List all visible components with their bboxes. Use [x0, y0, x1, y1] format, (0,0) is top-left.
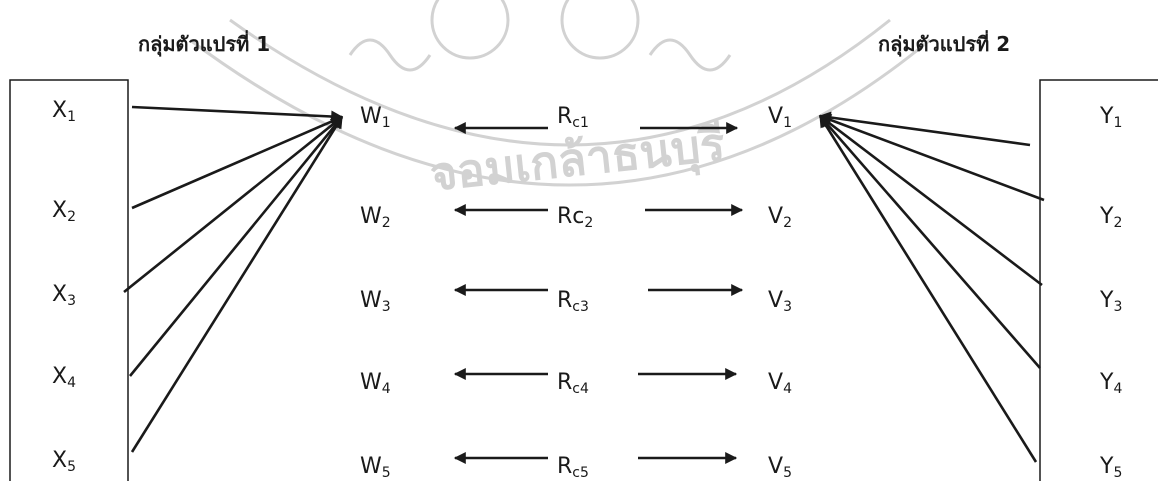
- y-label-base: Y: [1100, 204, 1114, 229]
- y-label-2: Y2: [1100, 204, 1123, 231]
- y-label-sub: 3: [1113, 299, 1123, 315]
- w-label-3: W3: [360, 288, 391, 315]
- rc-label-2: Rc2: [557, 204, 594, 231]
- rc-label-sub: c4: [572, 381, 589, 397]
- w-label-base: W: [360, 454, 382, 479]
- rc-label-sub: c5: [572, 465, 589, 481]
- rc-label-base: R: [557, 370, 573, 395]
- w-label-base: W: [360, 288, 382, 313]
- w-label-sub: 3: [381, 299, 391, 315]
- y-label-sub: 2: [1113, 215, 1123, 231]
- x-label-sub: 4: [67, 375, 76, 391]
- y-label-base: Y: [1100, 370, 1114, 395]
- x-label-sub: 1: [67, 109, 76, 125]
- y-label-base: Y: [1100, 104, 1114, 129]
- w-label-sub: 4: [381, 381, 391, 397]
- v-label-4: V4: [768, 370, 792, 397]
- w-label-sub: 2: [381, 215, 391, 231]
- rc-label-1: Rc1: [557, 104, 589, 131]
- x-label-base: X: [52, 282, 68, 307]
- y-label-4: Y4: [1100, 370, 1123, 397]
- rc-label-base: R: [557, 104, 573, 129]
- w-label-base: W: [360, 204, 382, 229]
- w-label-2: W2: [360, 204, 391, 231]
- rc-label-sub: c1: [572, 115, 589, 131]
- x-label-3: X3: [52, 282, 76, 309]
- v-label-base: V: [768, 204, 784, 229]
- rc-label-4: Rc4: [557, 370, 589, 397]
- rc-label-5: Rc5: [557, 454, 589, 481]
- w-label-4: W4: [360, 370, 391, 397]
- right-group-title: กลุ่มตัวแปรที่ 2: [878, 32, 1011, 56]
- x-label-base: X: [52, 198, 68, 223]
- x-label-base: X: [52, 448, 68, 473]
- x-label-sub: 3: [67, 293, 76, 309]
- y-label-5: Y5: [1100, 454, 1123, 481]
- v-label-3: V3: [768, 288, 792, 315]
- rc-label-base: Rc: [557, 204, 585, 229]
- rc-label-base: R: [557, 454, 573, 479]
- arrow-x5-to-w1: [130, 115, 344, 453]
- x-label-base: X: [52, 364, 68, 389]
- v-label-sub: 4: [783, 381, 792, 397]
- y-label-sub: 5: [1113, 465, 1123, 481]
- arrow-x4-to-w1: [128, 116, 344, 377]
- v-label-sub: 2: [783, 215, 792, 231]
- w-label-5: W5: [360, 454, 391, 481]
- v-label-sub: 3: [783, 299, 792, 315]
- v-label-sub: 5: [783, 465, 792, 481]
- y-label-sub: 1: [1113, 115, 1123, 131]
- rc-label-base: R: [557, 288, 573, 313]
- arrow-y4-to-v1: [819, 115, 1041, 369]
- rc-label-3: Rc3: [557, 288, 589, 315]
- w-label-base: W: [360, 370, 382, 395]
- y-label-sub: 4: [1113, 381, 1123, 397]
- x-label-5: X5: [52, 448, 76, 475]
- arrow-y1-to-v1: [818, 111, 1031, 147]
- v-label-5: V5: [768, 454, 792, 481]
- x-label-sub: 2: [67, 209, 76, 225]
- v-label-base: V: [768, 454, 784, 479]
- y-label-base: Y: [1100, 454, 1114, 479]
- rc-label-sub: c3: [572, 299, 589, 315]
- y-label-3: Y3: [1100, 288, 1123, 315]
- arrow-x3-to-w1: [123, 115, 343, 294]
- left-group-box: [9, 79, 129, 481]
- x-label-sub: 5: [67, 459, 76, 475]
- arrow-x1-to-w1: [131, 105, 344, 123]
- v-label-2: V2: [768, 204, 792, 231]
- v-label-base: V: [768, 370, 784, 395]
- w-label-sub: 5: [381, 465, 391, 481]
- w-label-base: W: [360, 104, 382, 129]
- x-label-4: X4: [52, 364, 76, 391]
- y-label-1: Y1: [1100, 104, 1123, 131]
- w-label-1: W1: [360, 104, 391, 131]
- x-label-1: X1: [52, 98, 76, 125]
- right-group-box: [1039, 79, 1158, 481]
- v-label-base: V: [768, 288, 784, 313]
- left-group-title: กลุ่มตัวแปรที่ 1: [138, 32, 271, 56]
- w-label-sub: 1: [381, 115, 391, 131]
- arrow-y3-to-v1: [819, 114, 1043, 287]
- arrow-y2-to-v1: [818, 114, 1045, 202]
- v-label-1: V1: [768, 104, 792, 131]
- rc-label-sub: 2: [584, 215, 594, 231]
- arrow-x2-to-w1: [131, 115, 344, 210]
- x-label-base: X: [52, 98, 68, 123]
- v-label-base: V: [768, 104, 784, 129]
- v-label-sub: 1: [783, 115, 792, 131]
- x-label-2: X2: [52, 198, 76, 225]
- arrow-y5-to-v1: [818, 114, 1038, 463]
- y-label-base: Y: [1100, 288, 1114, 313]
